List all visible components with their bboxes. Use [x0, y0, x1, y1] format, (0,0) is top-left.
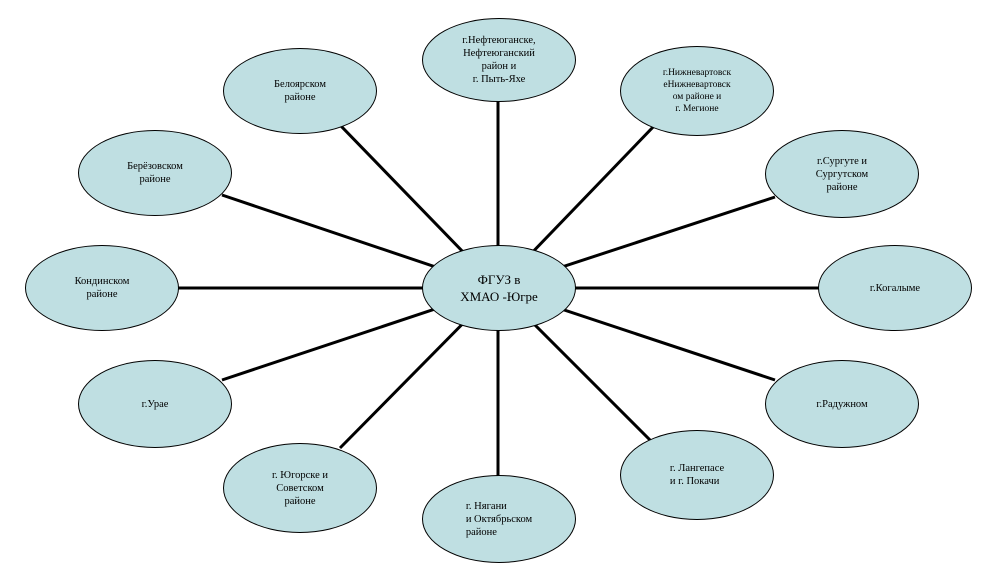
- node-kogalym: г.Когалыме: [818, 245, 972, 331]
- node-uray: г.Урае: [78, 360, 232, 448]
- node-neft: г.Нефтеюганске, Нефтеюганский район и г.…: [422, 18, 576, 102]
- node-surgut: г.Сургуте и Сургутском районе: [765, 130, 919, 218]
- node-raduzhny: г.Радужном: [765, 360, 919, 448]
- node-berezovo: Берёзовском районе: [78, 130, 232, 216]
- node-nyagan: г. Нягани и Октябрьском районе: [422, 475, 576, 563]
- node-yugorsk: г. Югорске и Советском районе: [223, 443, 377, 533]
- node-center: ФГУЗ в ХМАО -Югре: [422, 245, 576, 331]
- node-langepas: г. Лангепасе и г. Покачи: [620, 430, 774, 520]
- node-beloyarsk: Белоярском районе: [223, 48, 377, 134]
- node-kondinsk: Кондинском районе: [25, 245, 179, 331]
- node-nizhnevart: г.Нижневартовск еНижневартовск ом районе…: [620, 46, 774, 136]
